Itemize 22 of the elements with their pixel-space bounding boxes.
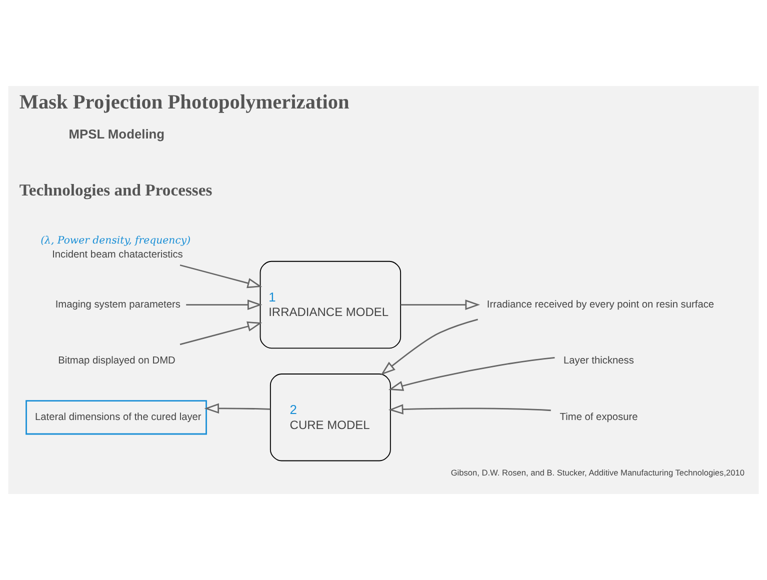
- node-label: (λ, Power density, frequency): [40, 236, 191, 247]
- arrow: [180, 264, 262, 288]
- node-text: Layer thickness: [564, 356, 634, 367]
- arrow: [388, 404, 551, 414]
- arrow: [388, 356, 555, 391]
- node-box: 1 IRRADIANCE MODEL: [260, 260, 402, 349]
- label: MPSL Modeling: [68, 126, 165, 142]
- arrow: [400, 300, 480, 310]
- node-text: Irradiance received by every point on resin surface: [486, 299, 714, 310]
- diagram-title: Mask Projection Photopolymerization: [19, 92, 350, 114]
- arrow: [204, 403, 270, 414]
- node-box: Lateral dimensions of the cured layer: [26, 400, 207, 435]
- label: Technologies and Processes: [19, 180, 212, 200]
- node-text: Time of exposure: [560, 412, 638, 423]
- node-text: Incident beam chatacteristics: [52, 250, 183, 261]
- arrow: [186, 300, 262, 310]
- node-text: Imaging system parameters: [55, 299, 180, 310]
- arrow: [380, 318, 478, 376]
- caption: Gibson, D.W. Rosen, and B. Stucker, Additive Manufacturing Technologies,2010: [450, 468, 744, 478]
- node-box: 2 CURE MODEL: [270, 374, 391, 462]
- arrow: [180, 321, 262, 346]
- node-text: Bitmap displayed on DMD: [58, 356, 176, 367]
